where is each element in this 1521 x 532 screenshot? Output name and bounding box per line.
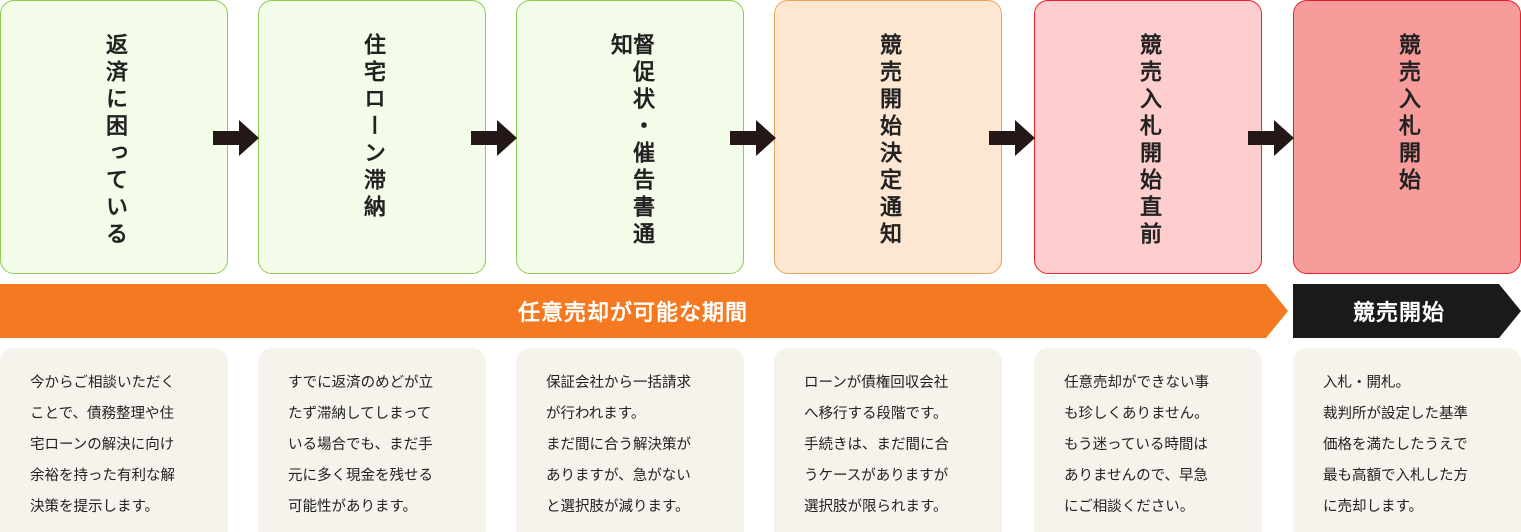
right-arrow-icon (471, 120, 517, 156)
stage-box-6: 競売入札開始 (1293, 0, 1521, 274)
right-arrow-icon (1248, 120, 1294, 156)
stage-label: 競売入札開始 (1395, 33, 1420, 195)
description-line: も珍しくありません。 (1064, 406, 1209, 422)
description-line: が行われます。 (546, 406, 646, 422)
description-line: 保証会社から一括請求 (546, 375, 691, 391)
description-box-1: 今からご相談いただく ことで、債務整理や住 宅ローンの解決に向け 余裕を持った有… (0, 348, 228, 532)
description-line: まだ間に合う解決策が (546, 437, 691, 453)
description-line: いる場合でも、まだ手 (288, 437, 433, 453)
stage-label: 督促状・催告書通知 (607, 33, 654, 249)
description-line: ローンが債権回収会社 (804, 375, 949, 391)
description-line: 可能性があります。 (288, 499, 418, 515)
description-line: と選択肢が減ります。 (546, 499, 690, 515)
stage-box-4: 競売開始決定通知 (774, 0, 1002, 274)
description-line: すでに返済のめどが立 (288, 375, 434, 391)
description-line: 手続きは、まだ間に合 (804, 437, 949, 453)
right-arrow-icon (730, 120, 776, 156)
description-line: たず滞納してしまって (288, 406, 432, 422)
stage-box-5: 競売入札開始直前 (1034, 0, 1262, 274)
stage-label: 返済に困っている (102, 33, 127, 249)
description-box-2: すでに返済のめどが立 たず滞納してしまって いる場合でも、まだ手 元に多く現金を… (258, 348, 486, 532)
stage-box-3: 督促状・催告書通知 (516, 0, 744, 274)
stage-label: 住宅ローン滞納 (360, 33, 385, 222)
right-arrow-icon (989, 120, 1035, 156)
auction-start-bar: 競売開始 (1293, 284, 1521, 338)
right-arrow-icon (213, 120, 259, 156)
stage-label: 競売開始決定通知 (876, 33, 901, 249)
stage-box-1: 返済に困っている (0, 0, 228, 274)
sale-period-bar: 任意売却が可能な期間 (0, 284, 1290, 338)
description-line: 最も高額で入札した方 (1323, 468, 1468, 484)
description-line: 宅ローンの解決に向け (30, 437, 175, 453)
description-box-5: 任意売却ができない事 も珍しくありません。 もう迷っている時間は ありませんので… (1034, 348, 1262, 532)
description-line: 今からご相談いただく (30, 375, 175, 391)
description-line: ありますが、急がない (546, 468, 691, 484)
auction-start-label: 競売開始 (1352, 301, 1445, 326)
description-box-3: 保証会社から一括請求 が行われます。 まだ間に合う解決策が ありますが、急がない… (516, 348, 744, 532)
description-line: 選択肢が限られます。 (804, 499, 948, 515)
stage-box-2: 住宅ローン滞納 (258, 0, 486, 274)
description-line: に売却します。 (1323, 499, 1424, 515)
description-line: へ移行する段階です。 (804, 406, 948, 422)
description-line: 元に多く現金を残せる (288, 468, 433, 484)
description-box-6: 入札・開札。 裁判所が設定した基準 価格を満たしたうえで 最も高額で入札した方 … (1293, 348, 1521, 532)
description-line: 価格を満たしたうえで (1323, 437, 1468, 453)
description-line: 任意売却ができない事 (1064, 375, 1209, 391)
description-line: 入札・開札。 (1323, 375, 1410, 391)
description-line: にご相談ください。 (1064, 499, 1195, 515)
description-line: 決策を提示します。 (30, 499, 160, 515)
sale-period-label: 任意売却が可能な期間 (517, 301, 748, 326)
description-line: 裁判所が設定した基準 (1323, 406, 1468, 422)
description-line: ことで、債務整理や住 (30, 406, 174, 422)
description-line: もう迷っている時間は (1064, 437, 1208, 453)
description-line: 余裕を持った有利な解 (30, 468, 175, 484)
description-line: うケースがありますが (804, 468, 949, 484)
description-line: ありませんので、早急 (1064, 468, 1208, 484)
stage-label: 競売入札開始直前 (1136, 33, 1161, 249)
description-box-4: ローンが債権回収会社 へ移行する段階です。 手続きは、まだ間に合 うケースがあり… (774, 348, 1002, 532)
